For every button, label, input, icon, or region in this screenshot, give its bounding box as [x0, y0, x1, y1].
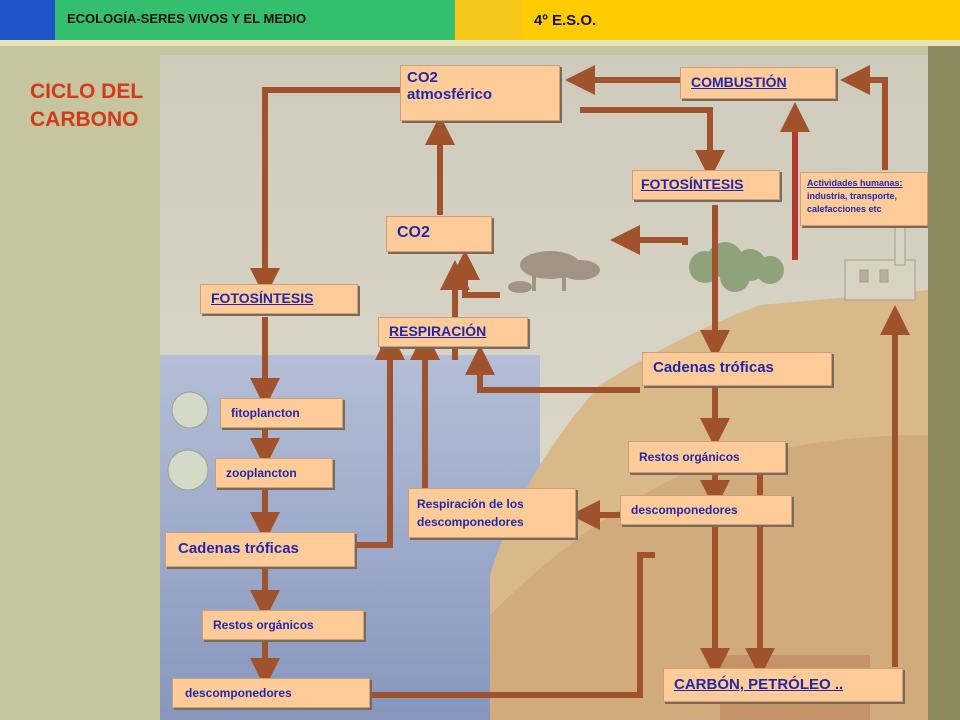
label-cadenas-sea-text: Cadenas tróficas [178, 540, 299, 557]
label-fotosintesis-land: FOTOSÍNTESIS [632, 170, 780, 200]
factory-icon [844, 224, 916, 301]
label-fotosintesis-sea: FOTOSÍNTESIS [200, 284, 358, 314]
label-fotosintesis-land-text: FOTOSÍNTESIS [641, 176, 744, 192]
header-blue-block [0, 0, 55, 40]
label-co2-atmosferico-line1: CO2 [407, 69, 438, 86]
carbon-cycle-diagram: CO2 atmosférico COMBUSTIÓN FOTOSÍNTESIS … [160, 55, 928, 720]
arrow-cadenas-sea-to-respiracion [355, 330, 405, 548]
label-zooplancton: zooplancton [215, 458, 333, 488]
title-line-2: CARBONO [30, 108, 139, 131]
label-resp-descomp-line1: Respiración de los [417, 497, 524, 511]
arrow-animals-to-co2 [610, 225, 688, 255]
label-descomp-land-text: descomponedores [631, 503, 738, 517]
arrow-atm-to-fotosintesis-sea [250, 87, 400, 298]
label-co2-text: CO2 [397, 224, 430, 241]
label-cadenas-land-text: Cadenas tróficas [653, 359, 774, 376]
plankton-icon [167, 391, 209, 491]
page-title: CICLO DEL CARBONO [30, 78, 143, 134]
label-actividades-line1: Actividades humanas: [807, 178, 903, 188]
animals-icon [508, 251, 600, 293]
label-co2: CO2 [386, 216, 492, 252]
label-combustion-text: COMBUSTIÓN [691, 74, 787, 90]
label-cadenas-troficas-sea: Cadenas tróficas [165, 532, 355, 567]
arrow-cadenas-to-respiracion [465, 345, 640, 393]
label-descomponedores-land: descomponedores [620, 495, 792, 525]
arrow-atm-to-fotosintesis-land [580, 107, 725, 180]
header-subject-text: ECOLOGÍA-SERES VIVOS Y EL MEDIO [67, 11, 307, 26]
right-strip [928, 46, 960, 720]
label-restos-land-text: Restos orgánicos [639, 450, 740, 464]
header-bar: ECOLOGÍA-SERES VIVOS Y EL MEDIO 4º E.S.O… [0, 0, 960, 46]
label-descomponedores-sea: descomponedores [172, 678, 370, 708]
land-ground-detail [490, 435, 928, 720]
label-fitoplancton-text: fitoplancton [231, 406, 300, 420]
arrow-descomp-sea-to-carbon [370, 552, 655, 698]
label-co2-atmosferico: CO2 atmosférico [400, 65, 560, 121]
arrow-industry-to-combustion [840, 65, 888, 170]
label-carbon-petroleo: CARBÓN, PETRÓLEO .. [663, 668, 903, 702]
label-restos-organicos-sea: Restos orgánicos [202, 610, 364, 640]
header-subject: ECOLOGÍA-SERES VIVOS Y EL MEDIO [55, 0, 455, 40]
label-carbon-petroleo-text: CARBÓN, PETRÓLEO .. [674, 676, 844, 693]
label-cadenas-troficas-land: Cadenas tróficas [642, 352, 832, 386]
label-fotosintesis-sea-text: FOTOSÍNTESIS [211, 290, 314, 306]
label-fitoplancton: fitoplancton [220, 398, 343, 428]
header-level-text: 4º E.S.O. [534, 12, 597, 29]
header-yellow-block [455, 0, 522, 40]
title-line-1: CICLO DEL [30, 80, 144, 103]
label-resp-descomp-line2: descomponedores [417, 515, 524, 529]
header-underline [0, 40, 960, 46]
header-level: 4º E.S.O. [522, 0, 960, 40]
label-co2-atmosferico-line2: atmosférico [407, 86, 493, 103]
label-respiracion-descomponedores: Respiración de los descomponedores [408, 488, 576, 538]
label-restos-organicos-land: Restos orgánicos [628, 441, 786, 473]
label-zooplancton-text: zooplancton [226, 466, 297, 480]
cycle-arrows [250, 65, 910, 698]
label-actividades-line2: industria, transporte, [807, 191, 898, 201]
label-restos-sea-text: Restos orgánicos [213, 618, 314, 632]
label-respiracion-text: RESPIRACIÓN [389, 323, 487, 339]
label-actividades-humanas: Actividades humanas: industria, transpor… [800, 172, 928, 226]
label-respiracion: RESPIRACIÓN [378, 317, 528, 347]
label-descomp-sea-text: descomponedores [185, 686, 292, 700]
label-actividades-line3: calefacciones etc [807, 204, 882, 214]
label-combustion: COMBUSTIÓN [680, 67, 836, 99]
